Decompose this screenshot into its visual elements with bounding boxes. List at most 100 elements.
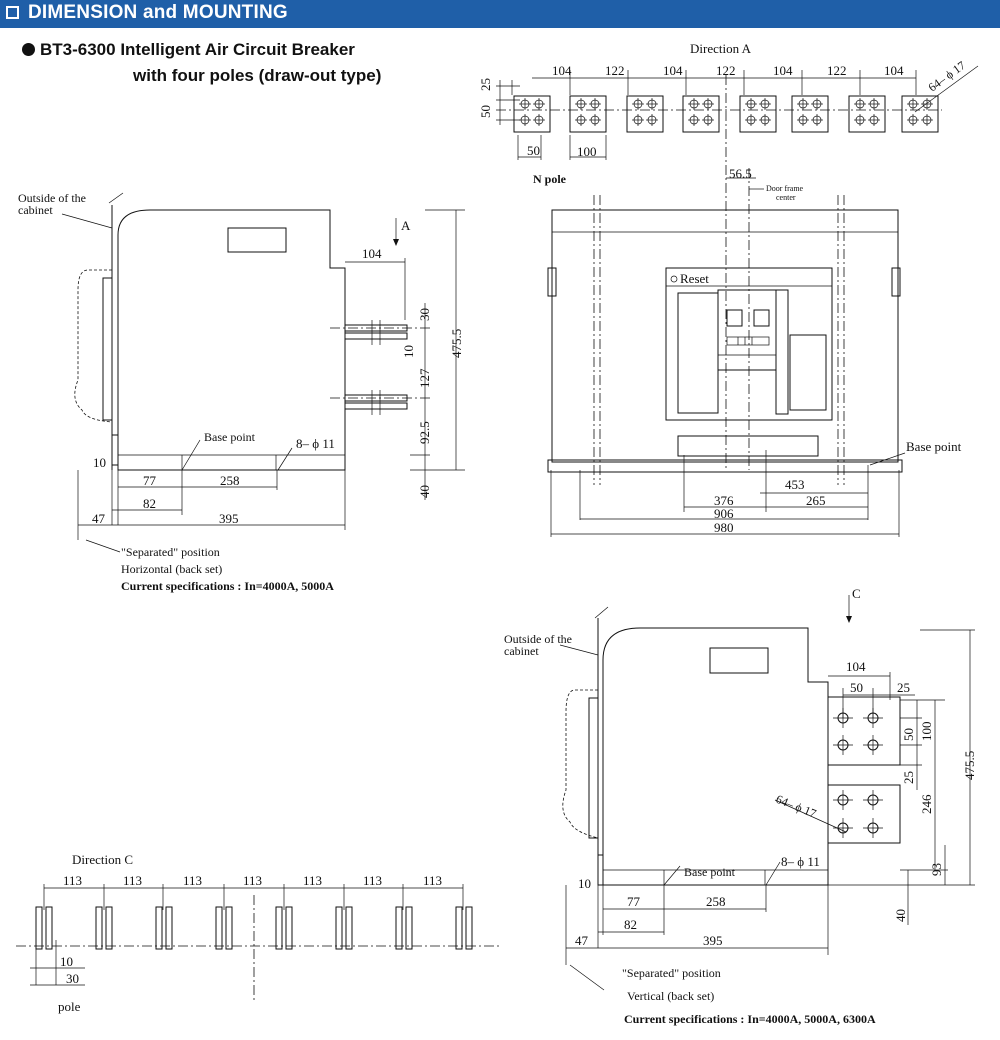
dim-a-104-2: 104 bbox=[663, 63, 683, 78]
dim-h-395: 395 bbox=[219, 511, 239, 526]
pole-bar-c bbox=[105, 906, 113, 950]
dim-v-395: 395 bbox=[703, 933, 723, 948]
pole-bar-c bbox=[215, 906, 223, 950]
dim-c-30: 30 bbox=[66, 971, 79, 986]
pole-bar-c bbox=[165, 906, 173, 950]
section-title: DIMENSION and MOUNTING bbox=[28, 2, 288, 23]
current-spec-v: Current specifications : In=4000A, 5000A… bbox=[624, 1012, 876, 1026]
dim-906: 906 bbox=[714, 506, 734, 521]
dim-h-10b: 10 bbox=[93, 455, 106, 470]
horizontal-back-set: Horizontal (back set) bbox=[121, 562, 222, 576]
dim-h-475-5: 475.5 bbox=[449, 329, 464, 358]
dim-376: 376 bbox=[714, 493, 734, 508]
dim-a-104-4: 104 bbox=[884, 63, 904, 78]
dim-v-25: 25 bbox=[897, 680, 910, 695]
door-frame-label: Door frame bbox=[766, 184, 804, 193]
dim-c-113-5: 113 bbox=[303, 873, 322, 888]
section-header: DIMENSION and MOUNTING bbox=[0, 0, 1000, 28]
dim-a-100: 100 bbox=[577, 144, 597, 159]
checkbox-square-icon bbox=[6, 6, 19, 19]
dim-v-258: 258 bbox=[706, 894, 726, 909]
dim-v-25b: 25 bbox=[901, 771, 916, 784]
dim-c-113-1: 113 bbox=[63, 873, 82, 888]
dim-c-113-7: 113 bbox=[423, 873, 442, 888]
pole-label: pole bbox=[58, 999, 81, 1014]
dim-v-50: 50 bbox=[850, 680, 863, 695]
dim-a-104-3: 104 bbox=[773, 63, 793, 78]
dim-v-47: 47 bbox=[575, 933, 589, 948]
dim-a-50-bottom: 50 bbox=[527, 143, 540, 158]
dim-h-30: 30 bbox=[417, 308, 432, 321]
dim-a-104-1: 104 bbox=[552, 63, 572, 78]
product-subtitle: with four poles (draw-out type) bbox=[133, 66, 382, 85]
outside-cabinet-v-1: Outside of the bbox=[504, 632, 572, 646]
base-point-h-label: Base point bbox=[204, 430, 256, 444]
dim-a-122-2: 122 bbox=[716, 63, 736, 78]
pole-bar-c bbox=[285, 906, 293, 950]
dim-a-50: 50 bbox=[478, 105, 493, 118]
dim-h-77: 77 bbox=[143, 473, 157, 488]
pole-bar-c bbox=[35, 906, 43, 950]
dim-56-5: 56.5 bbox=[729, 166, 752, 181]
n-pole-label: N pole bbox=[533, 172, 567, 186]
dim-v-246: 246 bbox=[919, 794, 934, 814]
pole-bar-c bbox=[45, 906, 53, 950]
dim-v-40: 40 bbox=[893, 909, 908, 922]
door-frame-center-label: center bbox=[776, 193, 796, 202]
dim-c-10: 10 bbox=[60, 954, 73, 969]
dim-v-77: 77 bbox=[627, 894, 641, 909]
direction-c-title: Direction C bbox=[72, 852, 133, 867]
front-view: 56.5 Door frame center Reset Base bbox=[547, 166, 962, 537]
direction-a-title: Direction A bbox=[690, 41, 752, 56]
dim-v-10: 10 bbox=[578, 876, 591, 891]
pole-bar-c bbox=[405, 906, 413, 950]
current-spec-h: Current specifications : In=4000A, 5000A bbox=[121, 579, 334, 593]
dim-v-475-5: 475.5 bbox=[962, 751, 977, 780]
outside-cabinet-v-2: cabinet bbox=[504, 644, 539, 658]
dim-c-113-4: 113 bbox=[243, 873, 262, 888]
direction-a-view: Direction A 104 122 104 122 104 122 104 bbox=[478, 41, 979, 470]
pole-bar-c bbox=[155, 906, 163, 950]
separated-position-v: "Separated" position bbox=[622, 966, 721, 980]
dim-h-127: 127 bbox=[417, 368, 432, 388]
product-title: BT3-6300 Intelligent Air Circuit Breaker bbox=[40, 40, 355, 59]
dim-c-113-6: 113 bbox=[363, 873, 382, 888]
separated-position-h: "Separated" position bbox=[121, 545, 220, 559]
dim-c-113-2: 113 bbox=[123, 873, 142, 888]
dim-v-82: 82 bbox=[624, 917, 637, 932]
pole-bar-c bbox=[465, 906, 473, 950]
dim-980: 980 bbox=[714, 520, 734, 535]
dim-v-93: 93 bbox=[929, 863, 944, 876]
dim-c-113-3: 113 bbox=[183, 873, 202, 888]
base-point-front-label: Base point bbox=[906, 439, 962, 454]
dim-v-100: 100 bbox=[919, 722, 934, 742]
dim-h-40: 40 bbox=[417, 485, 432, 498]
horizontal-side-view: Outside of the cabinet 104 A 475.5 bbox=[18, 191, 465, 593]
dim-h-10: 10 bbox=[401, 345, 416, 358]
dim-h-92-5: 92.5 bbox=[417, 421, 432, 444]
vertical-side-view: C Outside of the cabinet 104 50 25 50 25… bbox=[504, 586, 977, 1026]
arrow-a-label: A bbox=[401, 218, 411, 233]
dim-v-50b: 50 bbox=[901, 728, 916, 741]
pole-bar-c bbox=[335, 906, 343, 950]
vertical-back-set: Vertical (back set) bbox=[627, 989, 714, 1003]
dim-a-122-1: 122 bbox=[605, 63, 625, 78]
dim-h-258: 258 bbox=[220, 473, 240, 488]
outside-cabinet-2: cabinet bbox=[18, 203, 53, 217]
pole-bar-c bbox=[455, 906, 463, 950]
pole-bar-c bbox=[95, 906, 103, 950]
dim-h-104: 104 bbox=[362, 246, 382, 261]
dim-265: 265 bbox=[806, 493, 826, 508]
dim-a-25: 25 bbox=[478, 78, 493, 91]
pole-bar-c bbox=[395, 906, 403, 950]
base-point-v-label: Base point bbox=[684, 865, 736, 879]
reset-label: Reset bbox=[680, 271, 709, 286]
dim-453: 453 bbox=[785, 477, 805, 492]
dim-a-122-3: 122 bbox=[827, 63, 847, 78]
pole-bar-c bbox=[275, 906, 283, 950]
holes-v-label: 64– ϕ 17 bbox=[774, 792, 818, 821]
holes-v-b-label: 8– ϕ 11 bbox=[781, 854, 820, 869]
direction-c-view: Direction C 113 113 113 113 113 113 113 … bbox=[16, 852, 500, 1014]
holes-h-label: 8– ϕ 11 bbox=[296, 436, 335, 451]
